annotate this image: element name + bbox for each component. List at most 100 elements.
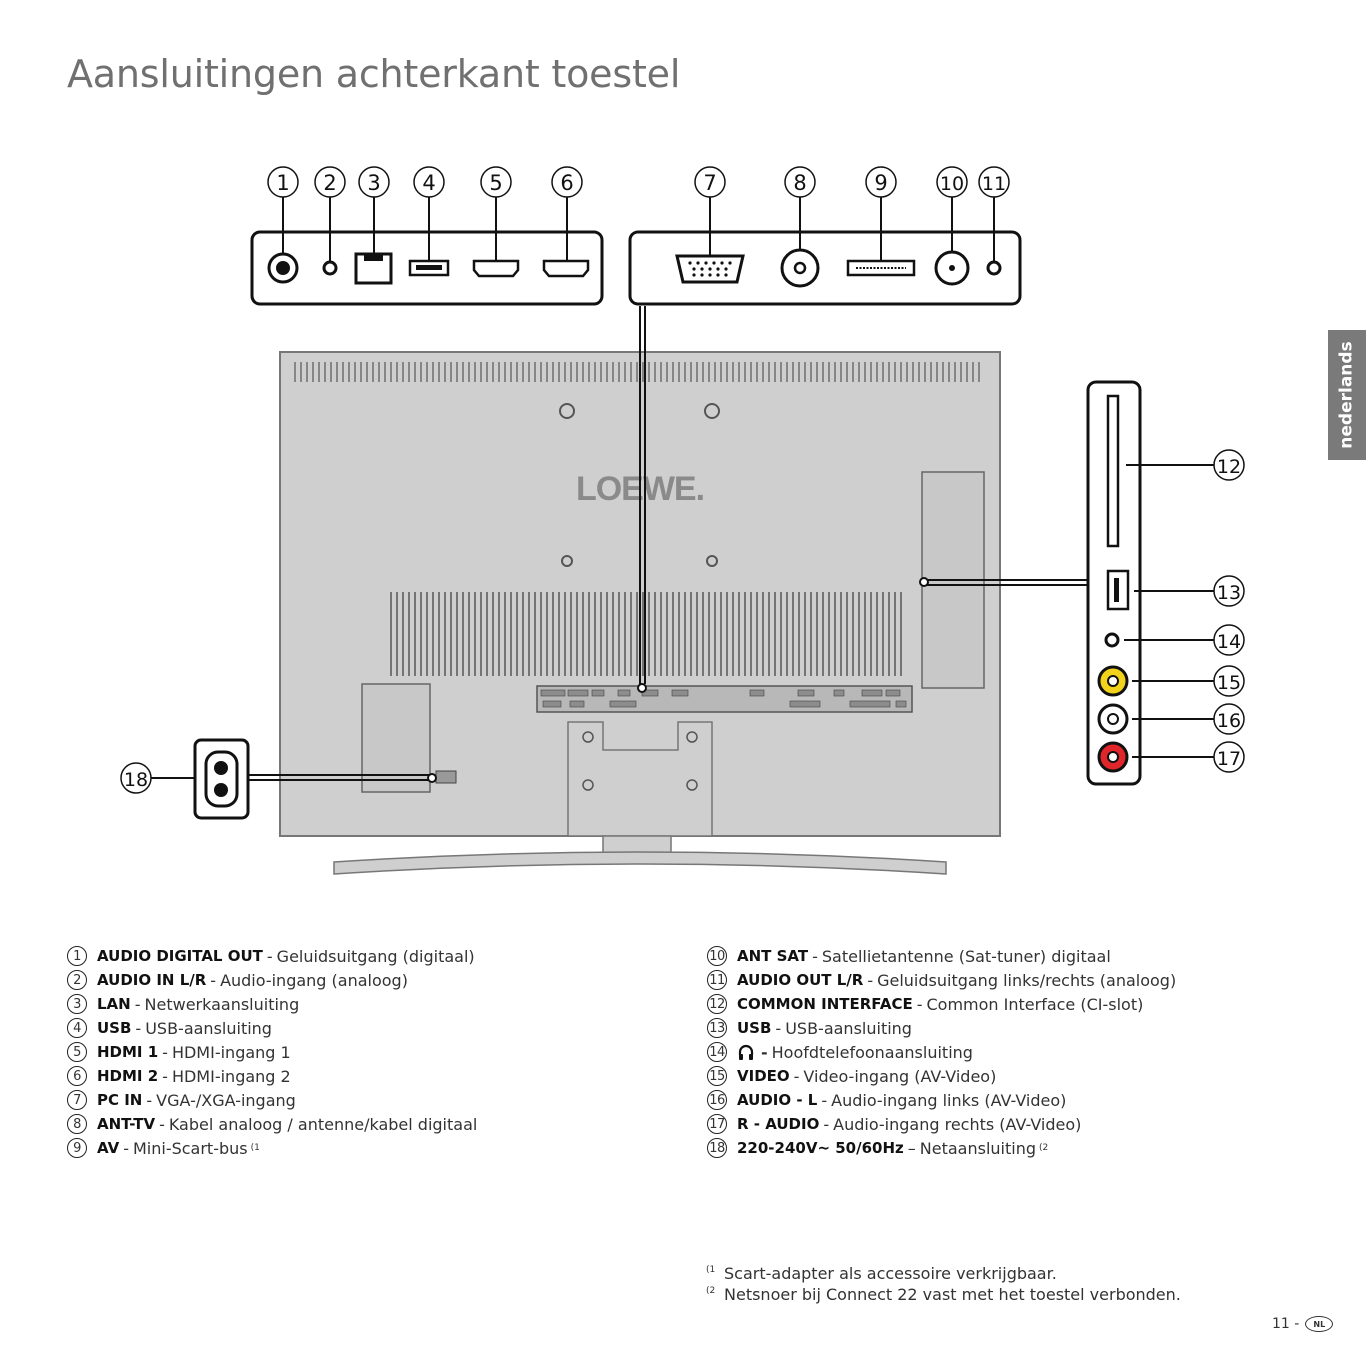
- footnote-text: Scart-adapter als accessoire verkrijgbaa…: [724, 1264, 1057, 1283]
- legend-label: AUDIO - L: [737, 1091, 818, 1109]
- callout-14: 14: [1213, 624, 1245, 656]
- legend-number: 10: [707, 946, 727, 966]
- legend-number: 2: [67, 970, 87, 990]
- callout-number: 16: [1217, 710, 1241, 732]
- page-number: 11 - NL: [1272, 1316, 1334, 1332]
- legend-number: 17: [707, 1114, 727, 1134]
- legend-number: 11: [707, 970, 727, 990]
- legend-desc: Common Interface (CI-slot): [926, 994, 1144, 1014]
- legend-desc: HDMI-ingang 1: [171, 1042, 291, 1062]
- footnote: (2 Netsnoer bij Connect 22 vast met het t…: [706, 1284, 1181, 1305]
- callout-number: 15: [1217, 672, 1241, 694]
- legend-desc: Video-ingang (AV-Video): [803, 1066, 997, 1086]
- headphones-icon: [738, 1044, 754, 1060]
- callout-1: 1: [267, 166, 299, 198]
- legend-label: LAN: [97, 995, 131, 1013]
- legend-number: 13: [707, 1018, 727, 1038]
- legend-number: 5: [67, 1042, 87, 1062]
- legend-label: 220-240V~ 50/60Hz: [737, 1139, 904, 1157]
- callout-4: 4: [413, 166, 445, 198]
- legend-label: VIDEO: [737, 1067, 790, 1085]
- legend-number: 4: [67, 1018, 87, 1038]
- callout-number: 17: [1217, 748, 1241, 770]
- footnote-mark: (1: [706, 1265, 716, 1275]
- legend-label: AUDIO DIGITAL OUT: [97, 947, 263, 965]
- legend-label: PC IN: [97, 1091, 143, 1109]
- callout-number: 11: [982, 173, 1006, 195]
- callout-17: 17: [1213, 741, 1245, 773]
- legend-desc: Mini-Scart-bus: [132, 1138, 248, 1158]
- callout-number: 6: [560, 171, 573, 195]
- callout-13: 13: [1213, 575, 1245, 607]
- callout-10: 10: [936, 166, 968, 198]
- footnote-ref: (1: [250, 1143, 260, 1153]
- callout-numbers: 1 2 3 4 5 6 7 8 9 10 11 12 13 14 15 16 1…: [120, 166, 1245, 794]
- legend-number: 14: [707, 1042, 727, 1062]
- connector-panel-right: [628, 230, 1022, 306]
- legend-desc: USB-aansluiting: [785, 1018, 912, 1038]
- callout-number: 14: [1217, 631, 1241, 653]
- legend-desc: VGA-/XGA-ingang: [156, 1090, 296, 1110]
- legend-label: AV: [97, 1139, 120, 1157]
- legend-label: ANT-TV: [97, 1115, 156, 1133]
- legend-number: 6: [67, 1066, 87, 1086]
- callout-7: 7: [694, 166, 726, 198]
- legend-label: COMMON INTERFACE: [737, 995, 913, 1013]
- legend-number: 7: [67, 1090, 87, 1110]
- callout-6: 6: [551, 166, 583, 198]
- legend-desc: Netaansluiting: [919, 1138, 1036, 1158]
- callout-number: 18: [124, 769, 148, 791]
- callout-number: 4: [422, 171, 435, 195]
- page-number-text: 11 -: [1272, 1316, 1300, 1332]
- legend-desc: Audio-ingang (analoog): [220, 970, 408, 990]
- legend-desc: USB-aansluiting: [145, 1018, 272, 1038]
- legend-label: R - AUDIO: [737, 1115, 820, 1133]
- leader-lines: [248, 196, 1088, 783]
- legend-label: HDMI 1: [97, 1043, 159, 1061]
- footnote-text: Netsnoer bij Connect 22 vast met het toe…: [724, 1285, 1181, 1304]
- callout-16: 16: [1213, 703, 1245, 735]
- callout-2: 2: [314, 166, 346, 198]
- legend-label: ANT SAT: [737, 947, 809, 965]
- legend-label: HDMI 2: [97, 1067, 159, 1085]
- legend-desc: Netwerkaansluiting: [144, 994, 300, 1014]
- legend-number: 12: [707, 994, 727, 1014]
- footnotes: (1 Scart-adapter als accessoire verkrijgb…: [706, 1263, 1181, 1305]
- legend-desc: Hoofdtelefoonaansluiting: [771, 1042, 973, 1062]
- legend-desc: Geluidsuitgang (digitaal): [276, 946, 475, 966]
- callout-number: 3: [367, 171, 380, 195]
- connector-panel-left: [250, 230, 604, 306]
- legend-number: 3: [67, 994, 87, 1014]
- legend-desc: Audio-ingang rechts (AV-Video): [833, 1114, 1082, 1134]
- callout-5: 5: [480, 166, 512, 198]
- footnote-ref: (2: [1038, 1143, 1049, 1153]
- legend-number: 18: [707, 1138, 727, 1158]
- legend-label: USB: [97, 1019, 132, 1037]
- footnote-mark: (2: [706, 1286, 716, 1296]
- language-tab: nederlands: [1328, 330, 1366, 460]
- legend-number: 1: [67, 946, 87, 966]
- page-title: Aansluitingen achterkant toestel: [67, 52, 681, 96]
- legend-number: 8: [67, 1114, 87, 1134]
- legend-label: AUDIO IN L/R: [97, 971, 207, 989]
- callout-15: 15: [1213, 665, 1245, 697]
- callout-number: 8: [793, 171, 806, 195]
- callout-number: 5: [489, 171, 502, 195]
- callout-number: 10: [940, 173, 964, 195]
- callout-number: 7: [703, 171, 716, 195]
- side-connector-panel: [1086, 380, 1214, 786]
